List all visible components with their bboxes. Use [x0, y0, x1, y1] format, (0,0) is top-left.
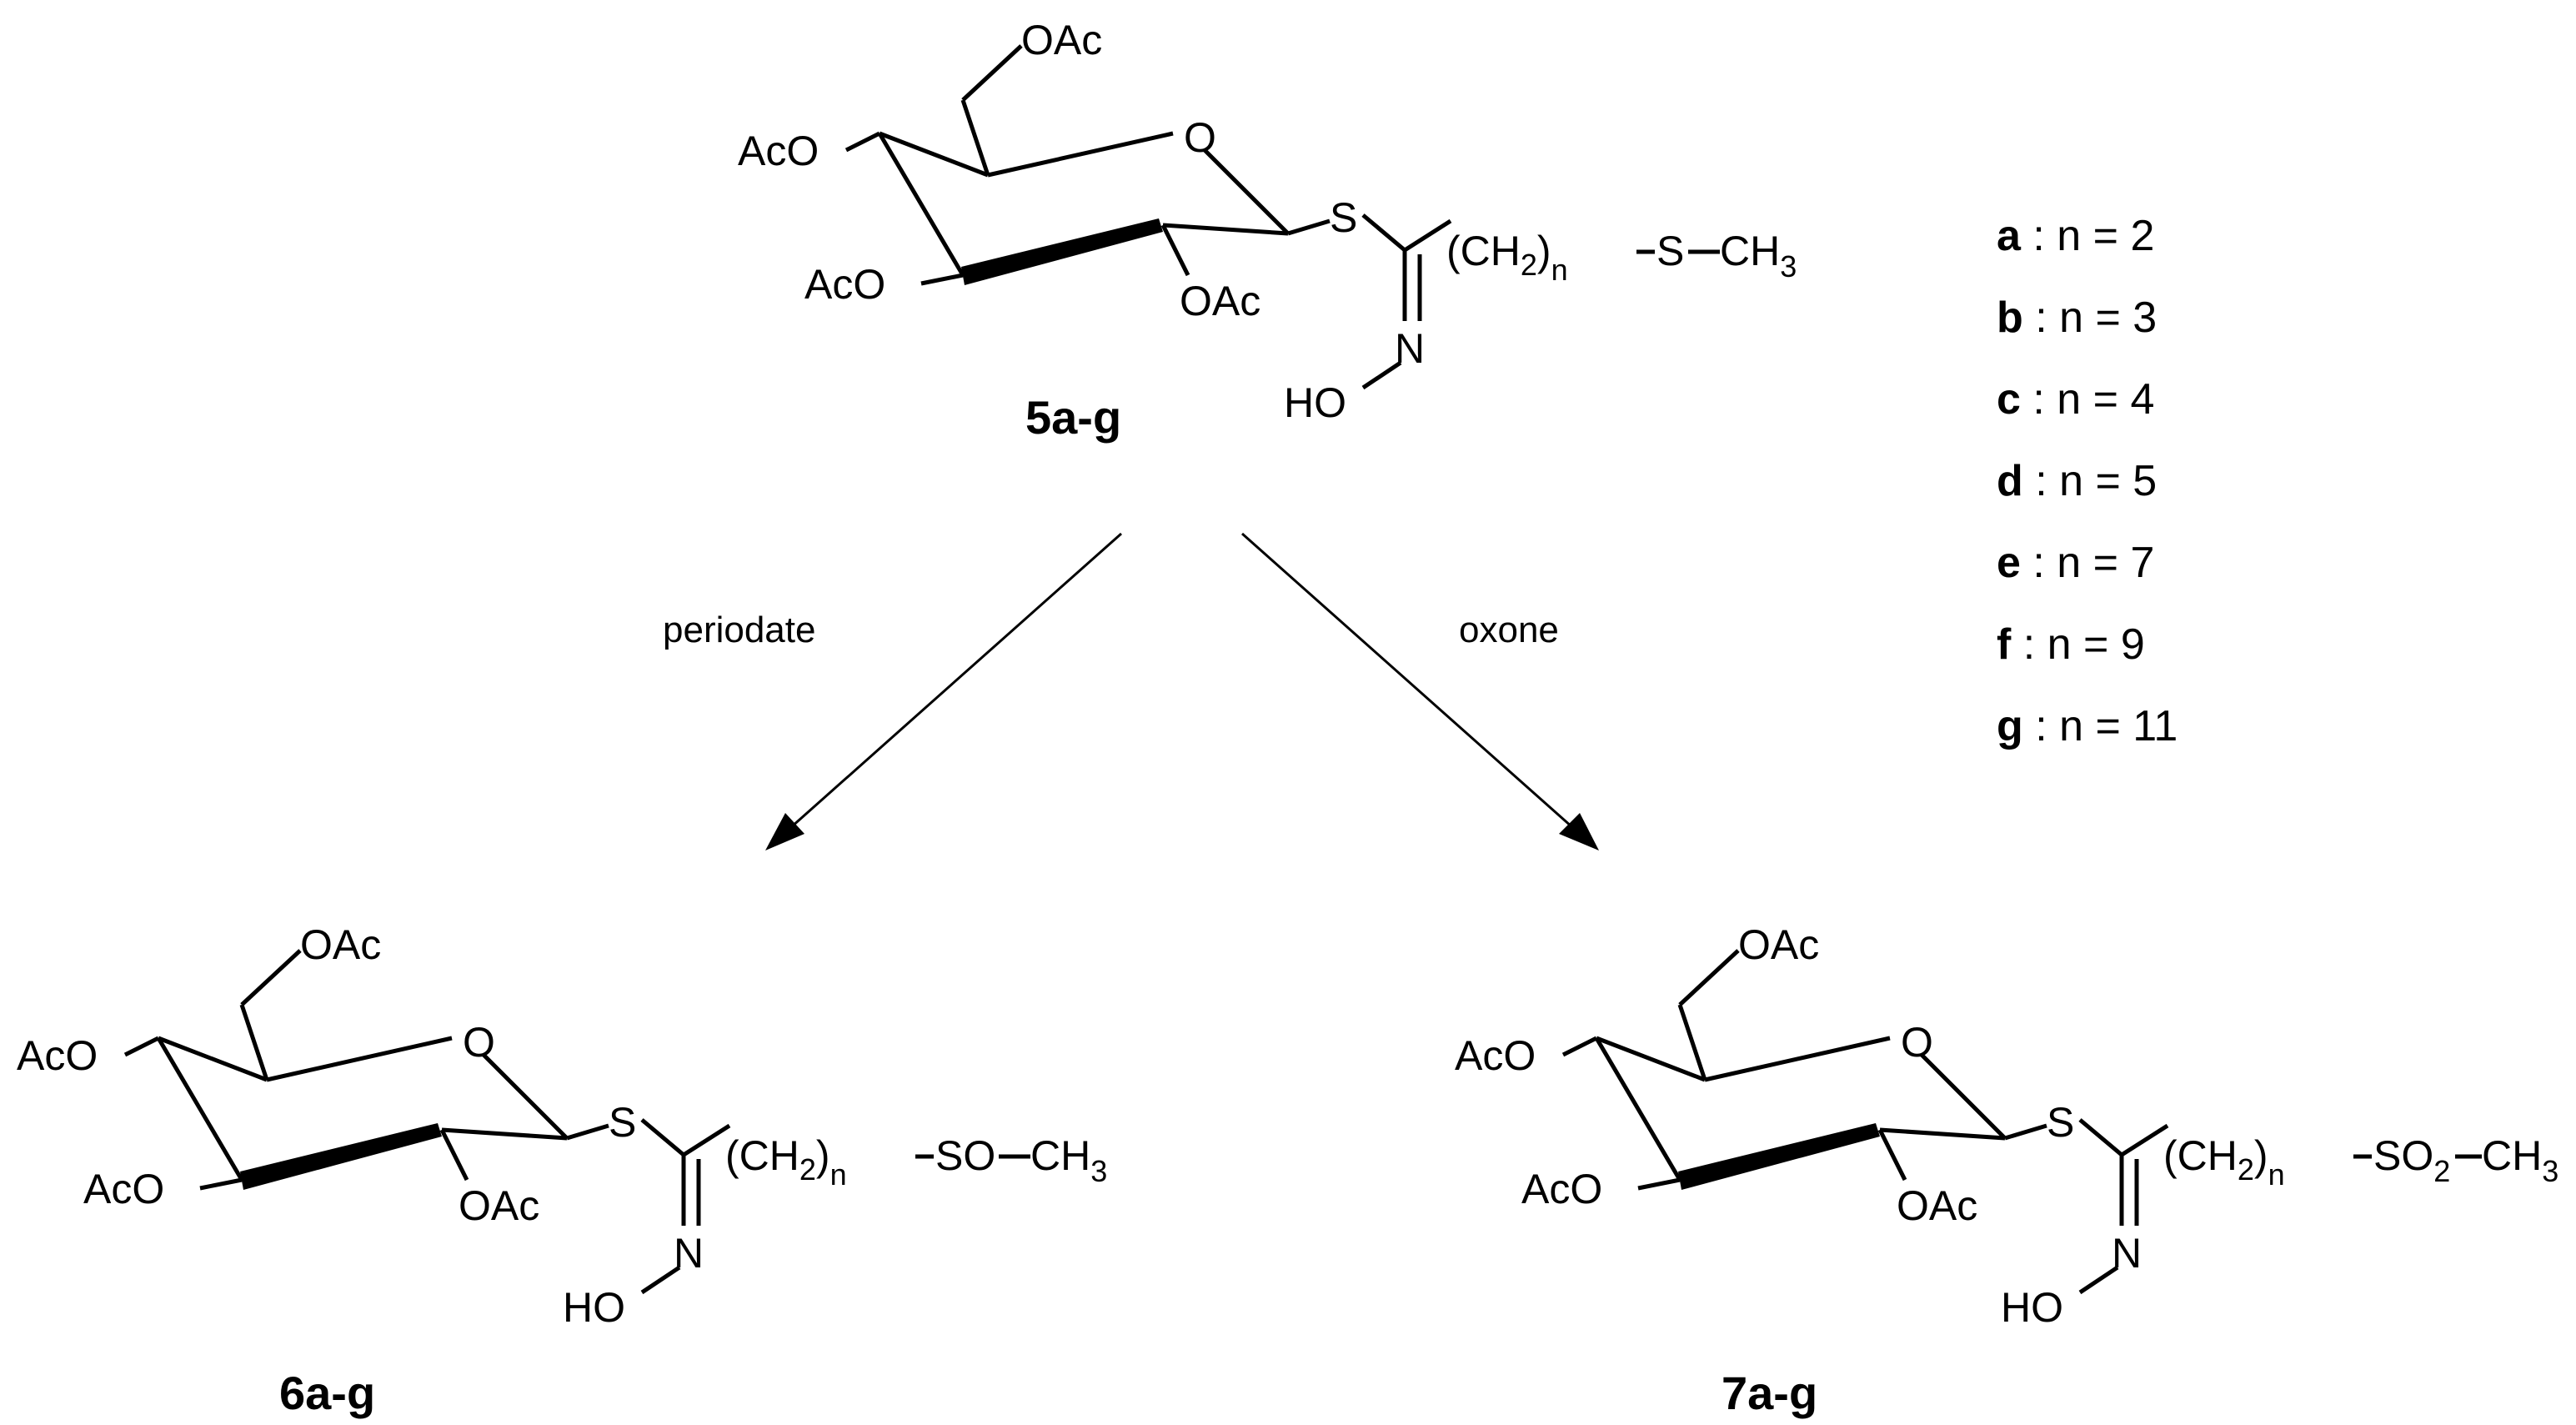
legend-item-a: a : n = 2 — [1997, 212, 2154, 260]
arrow-oxone: oxone — [1241, 532, 1599, 850]
chain-subscript: 2 — [2238, 1152, 2254, 1187]
methyl: CH — [1720, 228, 1780, 274]
terminal-sulfur: S — [1656, 228, 1684, 274]
compound-label: 7a-g — [1722, 1367, 1817, 1419]
substituent-c6-oac: OAc — [300, 921, 381, 968]
substituent-c6-oac: OAc — [1021, 17, 1102, 63]
legend-item-b: b : n = 3 — [1997, 294, 2157, 342]
legend-item-g: g : n = 11 — [1997, 702, 2178, 750]
arrow-periodate: periodate — [663, 532, 1122, 850]
methylene-chain: (CH2)n — [725, 1132, 847, 1192]
legend-item-f: f : n = 9 — [1997, 620, 2145, 669]
compound-6: O OAc AcO AcO OAc S N HO (CH2)n SO CH3 6… — [17, 921, 1107, 1419]
chain-close: ) — [816, 1132, 830, 1179]
methylene-chain: (CH2)n — [1446, 228, 1568, 287]
chain-close: ) — [2254, 1132, 2268, 1179]
oxime-hydroxyl: HO — [563, 1284, 625, 1331]
reagent-oxone: oxone — [1459, 610, 1559, 650]
chain-n: n — [830, 1157, 847, 1192]
sulfoxide-group: SO — [935, 1132, 995, 1179]
methylene-chain: (CH2)n — [2163, 1132, 2285, 1192]
chain-n: n — [2268, 1157, 2285, 1192]
thio-sulfur: S — [2047, 1099, 2074, 1146]
substituent-c2-oac: OAc — [1897, 1182, 1977, 1229]
ring-oxygen: O — [1184, 114, 1216, 161]
reagent-periodate: periodate — [663, 610, 815, 650]
oxime-nitrogen: N — [674, 1230, 704, 1277]
sulfone-group: SO2 — [2373, 1132, 2450, 1188]
sulfone: SO — [2373, 1132, 2433, 1179]
ring-oxygen: O — [463, 1019, 495, 1066]
methyl: CH — [2482, 1132, 2542, 1179]
substituent-c2-oac: OAc — [1180, 278, 1260, 324]
chain-subscript: 2 — [799, 1152, 816, 1187]
legend-item-e: e : n = 7 — [1997, 539, 2154, 587]
chain-close: ) — [1537, 228, 1551, 274]
substituent-c4-aco: AcO — [1455, 1032, 1536, 1079]
substituent-c6-oac: OAc — [1738, 921, 1819, 968]
substituent-c3-aco: AcO — [804, 261, 885, 308]
thio-sulfur: S — [609, 1099, 636, 1146]
compound-label: 6a-g — [279, 1367, 375, 1419]
methyl-group: CH3 — [1030, 1132, 1107, 1188]
methyl: CH — [1030, 1132, 1090, 1179]
sulfone-subscript: 2 — [2433, 1154, 2450, 1188]
substituent-legend: a : n = 2 b : n = 3 c : n = 4 d : n = 5 … — [1997, 212, 2178, 750]
compound-7: O OAc AcO AcO OAc S N HO (CH2)n SO2 CH3 … — [1455, 921, 2558, 1419]
oxime-nitrogen: N — [2112, 1230, 2142, 1277]
chain-n: n — [1551, 253, 1568, 287]
chain-subscript: 2 — [1521, 248, 1537, 282]
substituent-c4-aco: AcO — [17, 1032, 98, 1079]
oxime-hydroxyl: HO — [1284, 379, 1346, 426]
methyl-subscript: 3 — [1780, 249, 1797, 283]
chain-open: (CH — [725, 1132, 799, 1179]
methyl-group: CH3 — [2482, 1132, 2558, 1188]
methyl-subscript: 3 — [1090, 1154, 1107, 1188]
chain-open: (CH — [2163, 1132, 2238, 1179]
methyl-group: CH3 — [1720, 228, 1797, 283]
substituent-c3-aco: AcO — [1521, 1166, 1602, 1212]
substituent-c3-aco: AcO — [83, 1166, 164, 1212]
legend-item-c: c : n = 4 — [1997, 375, 2154, 424]
ring-oxygen: O — [1901, 1019, 1933, 1066]
compound-label: 5a-g — [1025, 391, 1121, 444]
chain-open: (CH — [1446, 228, 1521, 274]
thio-sulfur: S — [1330, 194, 1357, 241]
oxime-nitrogen: N — [1395, 325, 1425, 372]
methyl-subscript: 3 — [2542, 1154, 2558, 1188]
substituent-c4-aco: AcO — [738, 128, 819, 174]
substituent-c2-oac: OAc — [459, 1182, 539, 1229]
legend-item-d: d : n = 5 — [1997, 457, 2157, 505]
oxime-hydroxyl: HO — [2001, 1284, 2063, 1331]
compound-5: O OAc AcO AcO OAc S N HO (CH2)n S CH3 5a… — [738, 17, 1797, 444]
